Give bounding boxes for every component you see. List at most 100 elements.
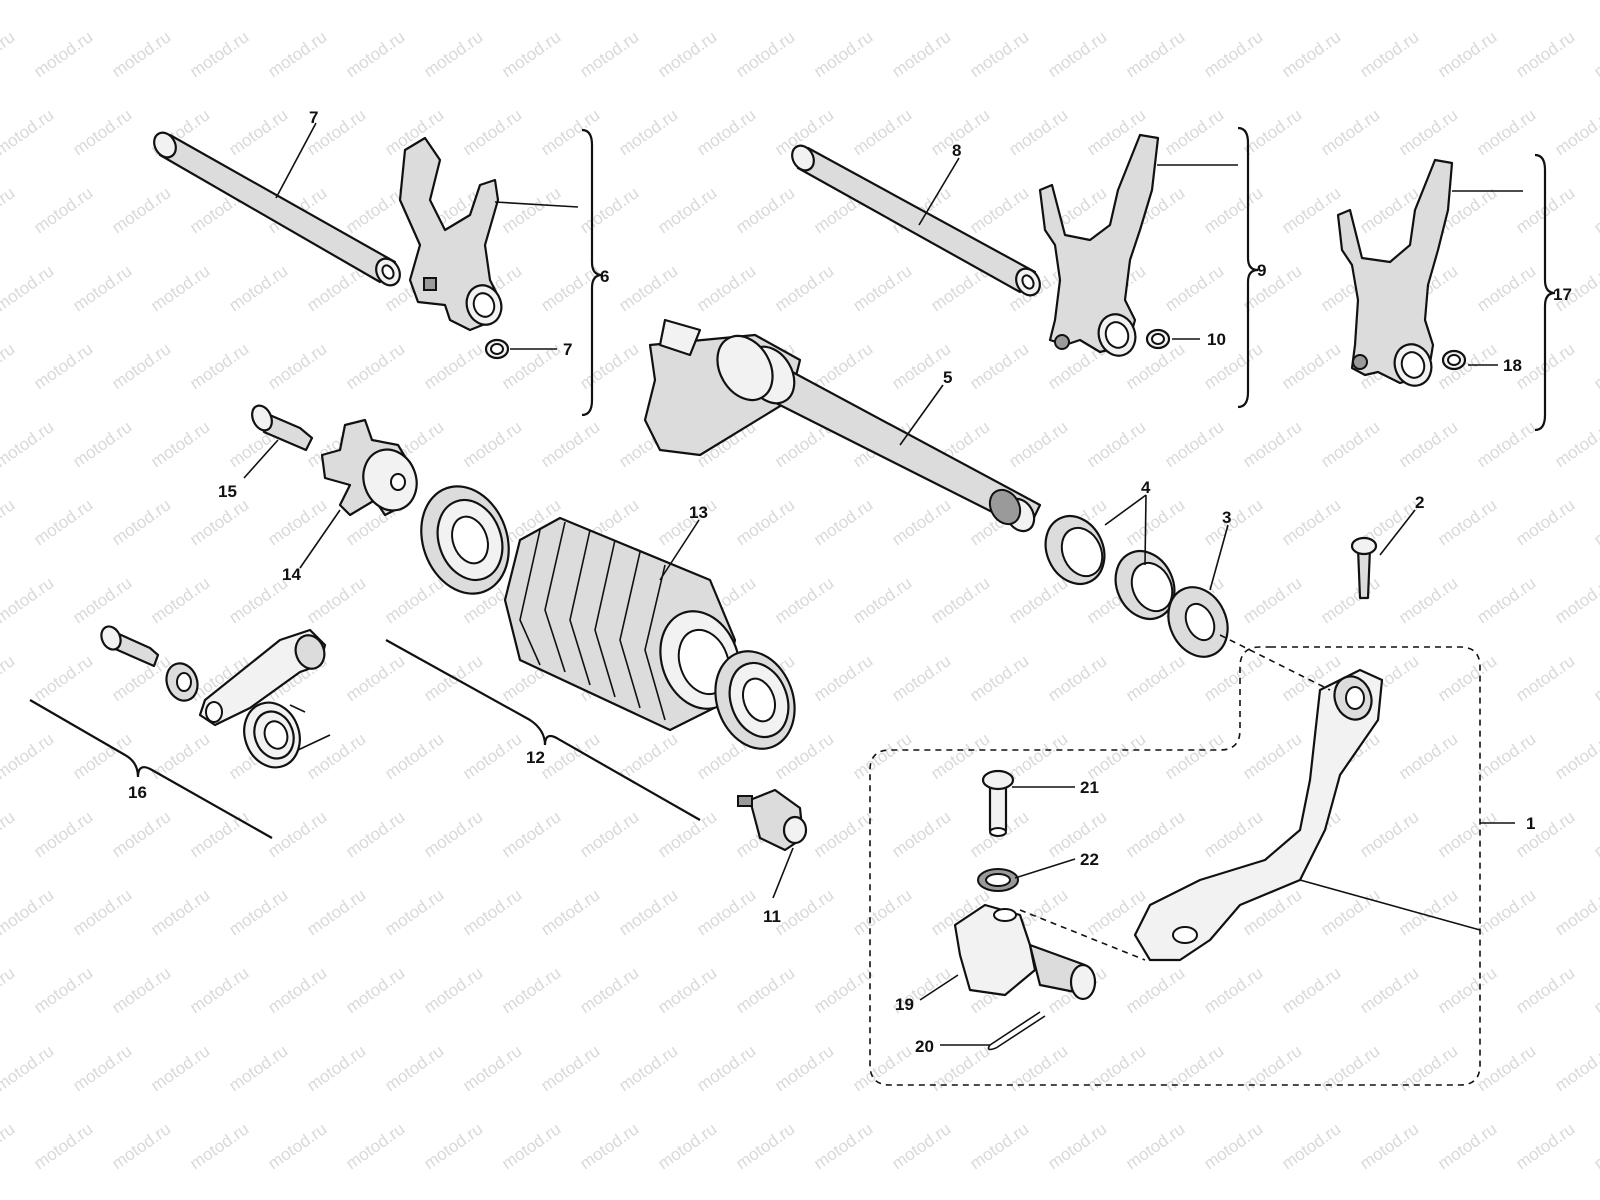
watermark-text: motod.ru bbox=[0, 417, 57, 471]
watermark-text: motod.ru bbox=[537, 885, 603, 939]
watermark-text: motod.ru bbox=[927, 1041, 993, 1095]
watermark-text: motod.ru bbox=[1590, 183, 1600, 237]
watermark-text: motod.ru bbox=[927, 0, 993, 3]
watermark-text: motod.ru bbox=[1161, 729, 1227, 783]
watermark-text: motod.ru bbox=[1590, 27, 1600, 81]
watermark-text: motod.ru bbox=[849, 0, 915, 3]
watermark-text: motod.ru bbox=[1083, 729, 1149, 783]
watermark-text: motod.ru bbox=[1161, 417, 1227, 471]
watermark-text: motod.ru bbox=[342, 651, 408, 705]
bushing-4b bbox=[1114, 550, 1176, 620]
watermark-text: motod.ru bbox=[147, 261, 213, 315]
callout-3: 3 bbox=[1222, 508, 1231, 527]
watermark-text: motod.ru bbox=[1434, 1119, 1500, 1173]
watermark-text: motod.ru bbox=[1590, 1119, 1600, 1173]
watermark-text: motod.ru bbox=[1551, 1041, 1600, 1095]
callout-4: 4 bbox=[1141, 478, 1151, 497]
watermark-text: motod.ru bbox=[537, 0, 603, 3]
watermark-text: motod.ru bbox=[108, 27, 174, 81]
watermark-text: motod.ru bbox=[1512, 807, 1578, 861]
watermark-text: motod.ru bbox=[1122, 963, 1188, 1017]
watermark-text: motod.ru bbox=[1317, 573, 1383, 627]
watermark-text: motod.ru bbox=[0, 729, 57, 783]
watermark-text: motod.ru bbox=[1083, 0, 1149, 3]
watermark-text: motod.ru bbox=[69, 417, 135, 471]
watermark-text: motod.ru bbox=[30, 183, 96, 237]
callout-14: 14 bbox=[282, 565, 301, 584]
pivot-block-19 bbox=[953, 903, 1097, 1001]
watermark-text: motod.ru bbox=[264, 963, 330, 1017]
shift-drum bbox=[503, 516, 741, 732]
watermark-text: motod.ru bbox=[1317, 105, 1383, 159]
watermark-text: motod.ru bbox=[0, 495, 18, 549]
watermark-text: motod.ru bbox=[381, 729, 447, 783]
watermark-text: motod.ru bbox=[810, 807, 876, 861]
star-cam-14 bbox=[320, 418, 418, 517]
watermark-text: motod.ru bbox=[498, 183, 564, 237]
watermark-text: motod.ru bbox=[1200, 1119, 1266, 1173]
watermark-text: motod.ru bbox=[1122, 651, 1188, 705]
watermark-text: motod.ru bbox=[771, 261, 837, 315]
watermark-text: motod.ru bbox=[342, 183, 408, 237]
block-to-lever-dash bbox=[1019, 909, 1146, 961]
watermark-text: motod.ru bbox=[1395, 417, 1461, 471]
watermark-text: motod.ru bbox=[1005, 0, 1071, 3]
watermark-text: motod.ru bbox=[420, 963, 486, 1017]
callout-8-left: 7 bbox=[309, 108, 318, 127]
watermark-text: motod.ru bbox=[264, 807, 330, 861]
watermark-text: motod.ru bbox=[1512, 495, 1578, 549]
watermark-text: motod.ru bbox=[1551, 573, 1600, 627]
bearing-left bbox=[420, 485, 510, 595]
watermark-text: motod.ru bbox=[147, 0, 213, 3]
watermark-text: motod.ru bbox=[1122, 27, 1188, 81]
watermark-text: motod.ru bbox=[1200, 183, 1266, 237]
watermark-text: motod.ru bbox=[30, 27, 96, 81]
callout-22: 22 bbox=[1080, 850, 1099, 869]
callout-8-middle: 8 bbox=[952, 141, 961, 160]
watermark-text: motod.ru bbox=[1044, 27, 1110, 81]
watermark-text: motod.ru bbox=[849, 573, 915, 627]
watermark-text: motod.ru bbox=[1473, 105, 1539, 159]
watermark-text: motod.ru bbox=[1278, 963, 1344, 1017]
watermark-text: motod.ru bbox=[1473, 573, 1539, 627]
watermark-text: motod.ru bbox=[1200, 495, 1266, 549]
watermark-text: motod.ru bbox=[303, 573, 369, 627]
watermark-text: motod.ru bbox=[888, 807, 954, 861]
callout-18: 18 bbox=[1503, 356, 1522, 375]
watermark-text: motod.ru bbox=[771, 885, 837, 939]
watermark-text: motod.ru bbox=[888, 495, 954, 549]
watermark-text: motod.ru bbox=[1122, 495, 1188, 549]
ring-10 bbox=[1145, 328, 1171, 350]
watermark-text: motod.ru bbox=[1200, 807, 1266, 861]
watermark-text: motod.ru bbox=[186, 27, 252, 81]
watermark-text: motod.ru bbox=[303, 885, 369, 939]
callout-9: 9 bbox=[1257, 261, 1266, 280]
watermark-text: motod.ru bbox=[30, 651, 96, 705]
watermark-text: motod.ru bbox=[1434, 651, 1500, 705]
watermark-text: motod.ru bbox=[0, 105, 57, 159]
watermark-text: motod.ru bbox=[1239, 0, 1305, 3]
watermark-text: motod.ru bbox=[186, 1119, 252, 1173]
watermark-text: motod.ru bbox=[0, 963, 18, 1017]
watermark-text: motod.ru bbox=[1551, 417, 1600, 471]
watermark-text: motod.ru bbox=[810, 963, 876, 1017]
watermark-text: motod.ru bbox=[810, 339, 876, 393]
shift-fork-left bbox=[398, 136, 503, 332]
watermark-text: motod.ru bbox=[654, 807, 720, 861]
watermark-text: motod.ru bbox=[0, 885, 57, 939]
watermark-text: motod.ru bbox=[108, 807, 174, 861]
watermark-text: motod.ru bbox=[1161, 105, 1227, 159]
watermark-text: motod.ru bbox=[1317, 417, 1383, 471]
watermark-text: motod.ru bbox=[147, 729, 213, 783]
callout-6: 6 bbox=[600, 267, 609, 286]
shift-fork-right bbox=[1336, 158, 1454, 387]
watermark-text: motod.ru bbox=[576, 807, 642, 861]
watermark-text: motod.ru bbox=[810, 495, 876, 549]
watermark-text: motod.ru bbox=[1395, 1041, 1461, 1095]
watermark-text: motod.ru bbox=[498, 27, 564, 81]
callout-19: 19 bbox=[895, 995, 914, 1014]
watermark-text: motod.ru bbox=[1239, 729, 1305, 783]
watermark-text: motod.ru bbox=[381, 573, 447, 627]
watermark-text: motod.ru bbox=[1239, 105, 1305, 159]
watermark-text: motod.ru bbox=[849, 885, 915, 939]
